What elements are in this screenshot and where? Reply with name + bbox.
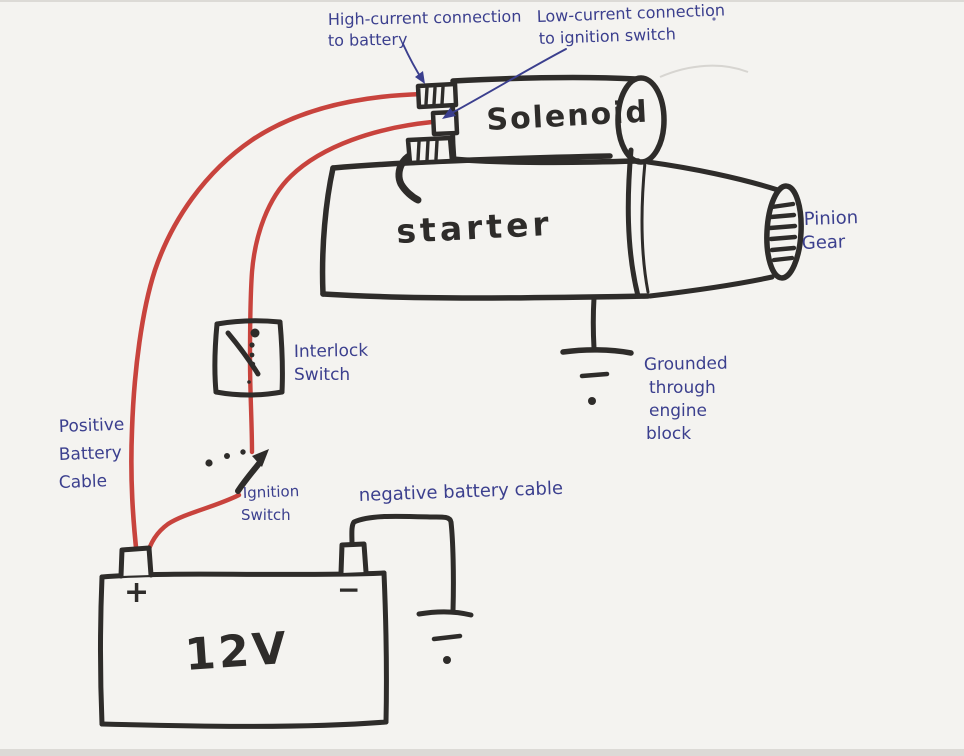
grounded-note-line2: through [649,378,716,398]
interlock-box-top [214,318,283,327]
pinion-gear-label-line1: Pinion [803,207,858,230]
pinion-gear-teeth [767,201,798,263]
terminal-battery-hatch-1 [424,86,429,106]
low-current-note-line1: Low-current connection [536,0,725,26]
ignition-dotted-1 [205,459,213,467]
interlock-dotted-2 [249,352,255,358]
pinion-tooth-5 [769,245,797,253]
negative-cable-circuit [349,513,474,664]
starter-label: starter [395,204,553,251]
pinion-tooth-1 [769,201,796,210]
stray-ink-dot [712,17,716,21]
grounded-note-line4: block [646,424,691,444]
red-wire-high-current [129,91,425,560]
starter-bottom-edge [320,291,651,301]
negative-ground-bar-2 [431,633,463,642]
terminal-lower-hatch-1 [416,140,421,162]
interlock-dotted-1 [249,342,255,348]
negative-cable-wire [349,513,456,614]
interlock-switch [212,318,285,398]
starter-ground-bar-1 [560,347,634,356]
terminal-battery-hatch-2 [432,86,437,106]
red-wire-low-current-lower [144,492,242,559]
negative-ground-bar-1 [416,609,474,618]
low-current-arrow-line [449,48,567,115]
ignition-switch [205,449,269,494]
positive-cable-label-line1: Positive [58,415,124,437]
negative-ground-dot [443,656,451,664]
high-current-arrowhead [415,71,425,84]
terminal-battery-body [415,81,459,110]
battery-left-edge [98,574,105,727]
ignition-dotted-3 [240,449,246,455]
terminal-lower-hatch-3 [434,139,439,161]
positive-cable-label-line2: Battery [58,443,122,465]
stray-pencil-mark [659,64,749,78]
solenoid-terminal-lower [405,135,455,166]
battery-positive-post [118,545,154,579]
starter-ground-symbol [560,295,634,405]
pinion-tooth-6 [771,255,795,263]
interlock-box-right [277,319,285,395]
starter-divider-2 [640,160,650,294]
solenoid-bottom-edge [449,156,641,166]
interlock-label-line2: Switch [294,365,350,385]
battery-bottom-edge [99,719,389,729]
ignition-dotted-2 [224,453,230,459]
starter-cone-top [645,159,781,193]
negative-cable-label: negative battery cable [358,478,563,506]
interlock-contact-dot [250,328,260,338]
pinion-tooth-4 [768,234,798,242]
scan-bottom-edge [0,749,964,756]
battery-negative-post [338,541,369,576]
grounded-note-line3: engine [649,401,707,421]
starter-divider-1 [625,147,641,299]
grounded-note-line1: Grounded [644,354,728,375]
interlock-box-left [212,321,220,395]
pinion-tooth-2 [768,212,797,220]
starter-left-edge [319,165,336,297]
solenoid-top-edge [450,74,639,84]
starter-ground-lead [590,295,597,351]
terminal-lower-hatch-2 [425,139,430,162]
terminal-lower-body [405,135,455,166]
battery-minus-sign: − [337,573,360,606]
interlock-blade [225,330,261,377]
terminal-battery-hatch-3 [440,85,445,106]
solenoid-end-ellipse [615,75,667,165]
pinion-tooth-3 [767,223,798,231]
pinion-gear-label-line2: Gear [801,231,846,254]
starter-motor: starter [319,147,804,405]
low-current-arrowhead [442,108,456,119]
solenoid-label: Solenoid [486,95,650,138]
interlock-box-bottom [213,389,285,398]
battery-voltage-label: 12V [183,623,291,681]
starter-cone-bottom [647,274,775,299]
starter-ground-bar-2 [579,371,610,379]
starter-ground-dot [588,397,596,405]
high-current-note-line2: to battery [328,30,408,50]
low-current-note-line2: to ignition switch [538,24,676,48]
ignition-label-line1: Ignition [243,482,300,502]
battery-right-edge [381,570,389,725]
battery-plus-sign: + [124,575,149,610]
ignition-blade-tip [252,449,269,467]
solenoid: Solenoid [395,74,667,204]
red-wire-low-current-upper [247,119,435,455]
pinion-nose-ellipse [764,183,804,281]
interlock-label-line1: Interlock [294,341,369,362]
battery-12v: + − 12V [98,541,389,729]
high-current-note-line1: High-current connection [328,7,522,29]
ignition-label-line2: Switch [241,506,291,524]
solenoid-terminal-battery [415,81,459,110]
interlock-dotted-4 [247,380,251,384]
scan-top-edge [0,0,964,2]
positive-cable-label-line3: Cable [58,471,107,493]
